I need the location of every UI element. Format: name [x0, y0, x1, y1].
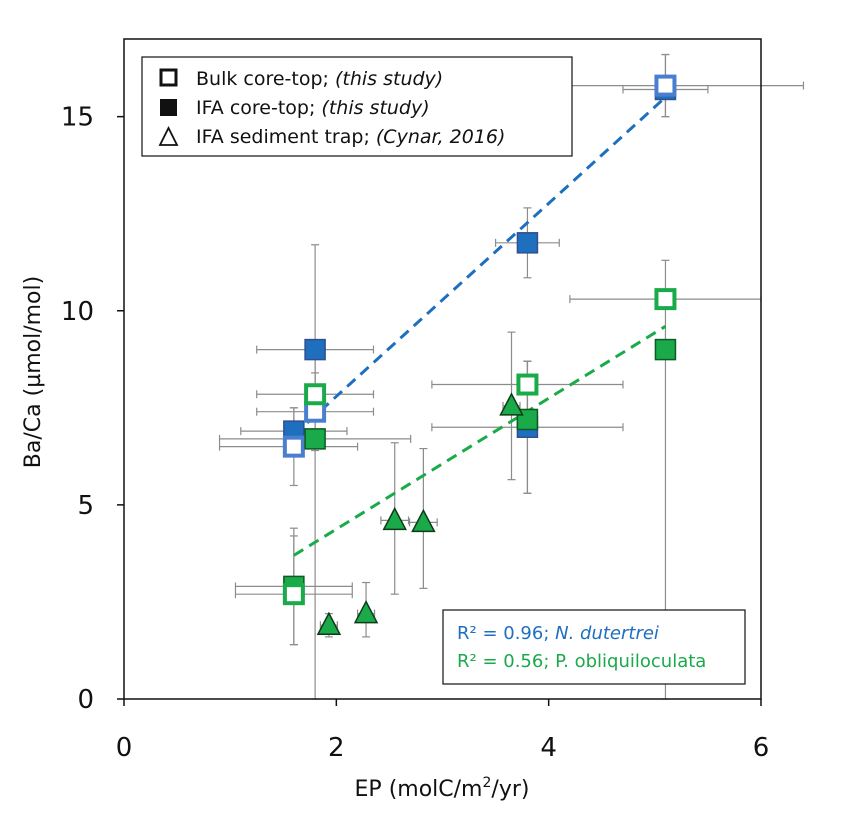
y-axis-title: Ba/Ca (µmol/mol) — [21, 276, 46, 468]
legend-label-sediment-trap: IFA sediment trap; (Cynar, 2016) — [196, 126, 505, 148]
r2-box — [442, 609, 746, 685]
data-point-open-square — [282, 435, 305, 458]
data-points — [282, 74, 677, 635]
legend: Bulk core-top; (this study) IFA core-top… — [141, 56, 573, 157]
trendline — [293, 325, 667, 557]
x-axis-title: EP (molC/m2/yr) — [355, 775, 530, 802]
data-point-triangle — [499, 392, 524, 416]
legend-box — [141, 56, 573, 157]
x-tick-label: 0 — [116, 733, 133, 763]
data-point-open-square — [282, 583, 305, 606]
data-point-filled-square — [654, 338, 677, 361]
y-tick-label: 10 — [61, 297, 94, 327]
axis-ticks: 0 2 4 6 0 5 10 15 — [61, 103, 769, 763]
data-point-triangle — [382, 506, 407, 531]
data-point-open-square — [654, 74, 677, 97]
data-point-open-square — [304, 383, 327, 406]
y-tick-label: 5 — [77, 491, 94, 521]
legend-label-bulk: Bulk core-top; (this study) — [196, 68, 443, 90]
data-point-open-square — [516, 373, 539, 396]
data-point-filled-square — [304, 338, 326, 361]
legend-label-ifa: IFA core-top; (this study) — [196, 97, 430, 119]
legend-marker-open-triangle — [158, 125, 179, 146]
data-point-filled-square — [304, 428, 326, 450]
r2-annotation: R² = 0.96; N. dutertrei R² = 0.56; P. ob… — [442, 609, 746, 685]
data-point-filled-square — [516, 232, 539, 254]
plot-frame — [123, 38, 762, 700]
data-point-triangle — [411, 508, 436, 533]
data-point-triangle — [353, 599, 379, 624]
trendline — [292, 96, 667, 437]
x-tick-label: 4 — [540, 733, 557, 763]
y-tick-label: 0 — [77, 685, 94, 715]
legend-marker-filled-square — [160, 99, 177, 116]
y-tick-label: 15 — [61, 103, 94, 133]
r2-line-obliquiloculata: R² = 0.56; P. obliquiloculata — [457, 651, 706, 672]
data-point-open-square — [304, 400, 327, 423]
trendlines — [292, 96, 667, 557]
r2-line-dutertrei: R² = 0.96; N. dutertrei — [457, 623, 659, 644]
data-point-triangle — [316, 611, 342, 635]
legend-marker-open-square — [159, 68, 178, 87]
x-tick-label: 2 — [328, 733, 345, 763]
data-point-open-square — [654, 288, 677, 311]
x-tick-label: 6 — [753, 733, 770, 763]
